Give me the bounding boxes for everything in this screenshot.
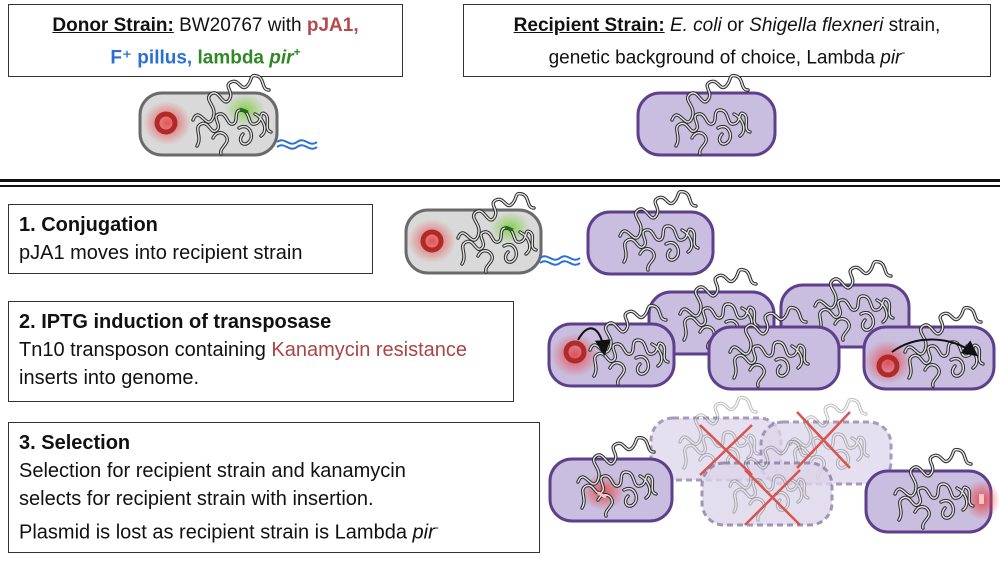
step2-kanamycin: Kanamycin resistance: [271, 339, 468, 361]
donor-cell-top: [138, 73, 318, 157]
section-divider-thin: [0, 185, 1000, 187]
step1-conjugation-box: 1. Conjugation pJA1 moves into recipient…: [8, 204, 373, 274]
donor-plasmid: pJA1,: [306, 15, 359, 36]
recipient-or: or: [726, 15, 744, 36]
step3-dead-cell-front: [700, 439, 834, 527]
step3-selection-box: 3. Selection Selection for recipient str…: [8, 422, 540, 553]
donor-pir: pir: [269, 47, 294, 69]
donor-title: Donor Strain:: [52, 15, 174, 36]
step1-recipient-cell: [586, 189, 715, 276]
recipient-cell-top: [636, 73, 777, 157]
recipient-strain-box: Recipient Strain: E. coli or Shigella fl…: [463, 4, 991, 77]
step2-cell-right-plasmid: [862, 305, 996, 391]
recipient-pir-sign: -: [901, 45, 906, 59]
step3-survivor-left: [548, 435, 674, 523]
step2-title: 2. IPTG induction of transposase: [19, 311, 332, 333]
recipient-line2: genetic background of choice, Lambda: [548, 47, 875, 69]
section-divider-thick: [0, 179, 1000, 182]
step2-text-a: Tn10 transposon containing: [19, 339, 266, 361]
donor-strain-name: BW20767 with: [179, 15, 302, 36]
step3-line2: selects for recipient strain with insert…: [19, 488, 374, 510]
step3-cross-marks: [699, 411, 851, 526]
recipient-species2: Shigella flexneri: [749, 15, 884, 36]
recipient-species1: E. coli: [669, 15, 722, 36]
step3-survivor-right: [864, 447, 1000, 534]
donor-lambda: lambda: [197, 47, 265, 69]
step2-induction-box: 2. IPTG induction of transposase Tn10 tr…: [8, 301, 514, 402]
step2-cell-left-plasmid: [547, 303, 676, 388]
recipient-strain-word: strain,: [888, 15, 941, 36]
donor-strain-box: Donor Strain: BW20767 with pJA1, F⁺ pill…: [8, 4, 403, 77]
step2-text-b: inserts into genome.: [19, 367, 200, 389]
step1-donor-cell: [404, 191, 581, 275]
step3-line3: Plasmid is lost as recipient strain is L…: [19, 521, 407, 544]
step3-pir-sign: -: [434, 520, 439, 534]
donor-pillus: F⁺ pillus,: [110, 47, 193, 69]
step3-pir: pir: [412, 521, 435, 544]
step1-title: 1. Conjugation: [19, 214, 158, 236]
step3-line1: Selection for recipient strain and kanam…: [19, 460, 406, 482]
donor-pir-sign: +: [293, 45, 301, 59]
step2-cell-middle: [707, 305, 841, 391]
recipient-title: Recipient Strain:: [513, 15, 665, 36]
step3-title: 3. Selection: [19, 432, 131, 454]
step1-text: pJA1 moves into recipient strain: [19, 242, 303, 264]
recipient-pir: pir: [880, 47, 902, 69]
